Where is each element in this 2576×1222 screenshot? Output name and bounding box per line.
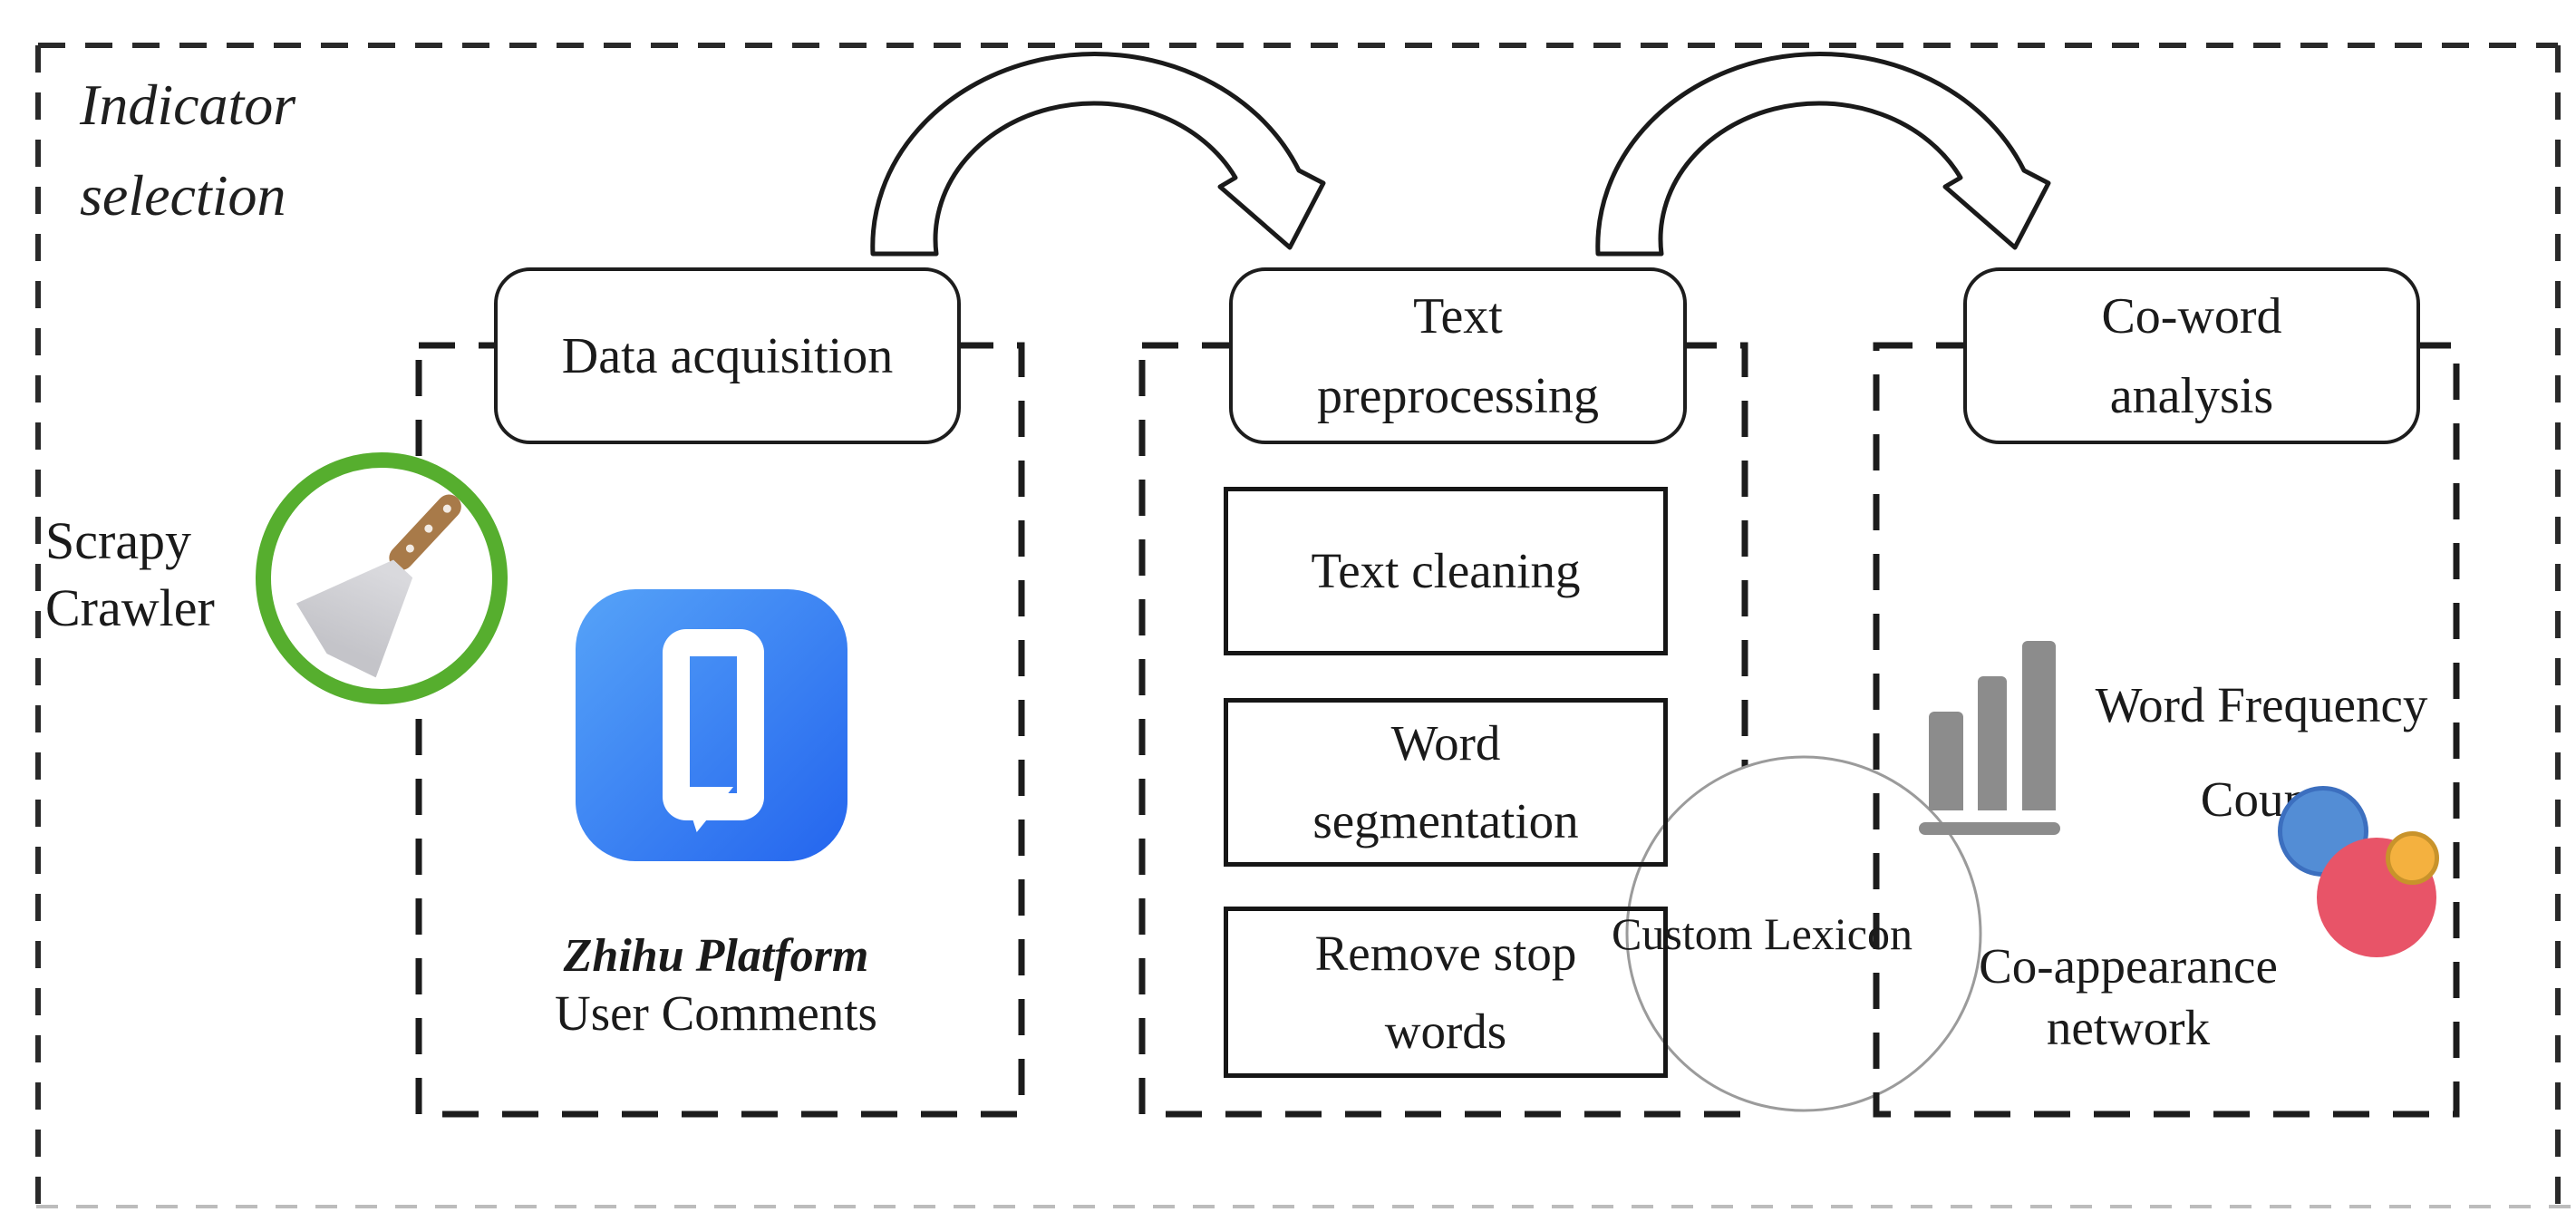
custom-lexicon-circle (1625, 755, 1982, 1112)
curved-arrow-icon (1595, 52, 2051, 257)
stage-header-label-line2: preprocessing (1316, 367, 1599, 424)
step-text-cleaning: Text cleaning (1224, 487, 1668, 655)
coapp-label-line2: network (2046, 1000, 2211, 1055)
scrapy-label-line1: Scrapy (45, 511, 192, 570)
bar-baseline (1919, 822, 2060, 835)
word-frequency-count-label: Word Frequency Count (2058, 658, 2465, 847)
stage-header-co-word-analysis: Co-word analysis (1963, 267, 2420, 444)
stage-header-label: Data acquisition (561, 327, 894, 384)
zhihu-logo-icon (576, 589, 847, 861)
stage-header-label-line1: Co-word (2101, 287, 2282, 344)
coapp-label-line1: Co-appearance (1979, 938, 2278, 994)
stage-header-label-line1: Text (1413, 287, 1503, 344)
scrapy-crawler-label: Scrapy Crawler (45, 508, 317, 642)
custom-lexicon-label: Custom Lexicon (1581, 907, 1943, 961)
step-label-line2: segmentation (1312, 793, 1579, 849)
bar-2 (1978, 676, 2007, 810)
zhihu-label-line2: User Comments (555, 985, 877, 1041)
scrapy-crawler-icon (256, 452, 508, 704)
bar-1 (1929, 712, 1963, 810)
zhihu-platform-label: Zhihu Platform User Comments (489, 928, 943, 1043)
custom-lexicon-text: Custom Lexicon (1612, 908, 1913, 959)
network-node-orange (2386, 831, 2439, 885)
putty-knife-glyph (273, 467, 490, 691)
stage-header-text-preprocessing: Text preprocessing (1229, 267, 1687, 444)
co-word-analysis-container (1873, 342, 2460, 1118)
zhihu-label-line1: Zhihu Platform (563, 930, 869, 982)
stage-header-label-line2: analysis (2109, 367, 2274, 424)
diagram-title: Indicator selection (80, 60, 460, 241)
step-label: Text cleaning (1311, 543, 1581, 598)
putty-knife-handle (383, 489, 467, 576)
step-label-line1: Word (1390, 715, 1501, 771)
diagram-title-line2: selection (80, 163, 286, 228)
curved-arrow-icon (870, 52, 1326, 257)
step-label-line2: words (1384, 1003, 1507, 1059)
step-label-line1: Remove stop (1314, 925, 1577, 981)
outer-dashed-frame (35, 43, 2561, 1206)
wfc-label-line1: Word Frequency (2095, 677, 2428, 732)
co-appearance-network-label: Co-appearance network (1929, 936, 2328, 1059)
step-remove-stop-words: Remove stop words (1224, 907, 1668, 1078)
scrapy-label-line2: Crawler (45, 578, 215, 637)
bar-chart-icon (1919, 626, 2060, 836)
diagram-title-line1: Indicator (80, 73, 296, 137)
bar-3 (2022, 641, 2056, 810)
stage-header-data-acquisition: Data acquisition (494, 267, 961, 444)
step-word-segmentation: Word segmentation (1224, 698, 1668, 867)
